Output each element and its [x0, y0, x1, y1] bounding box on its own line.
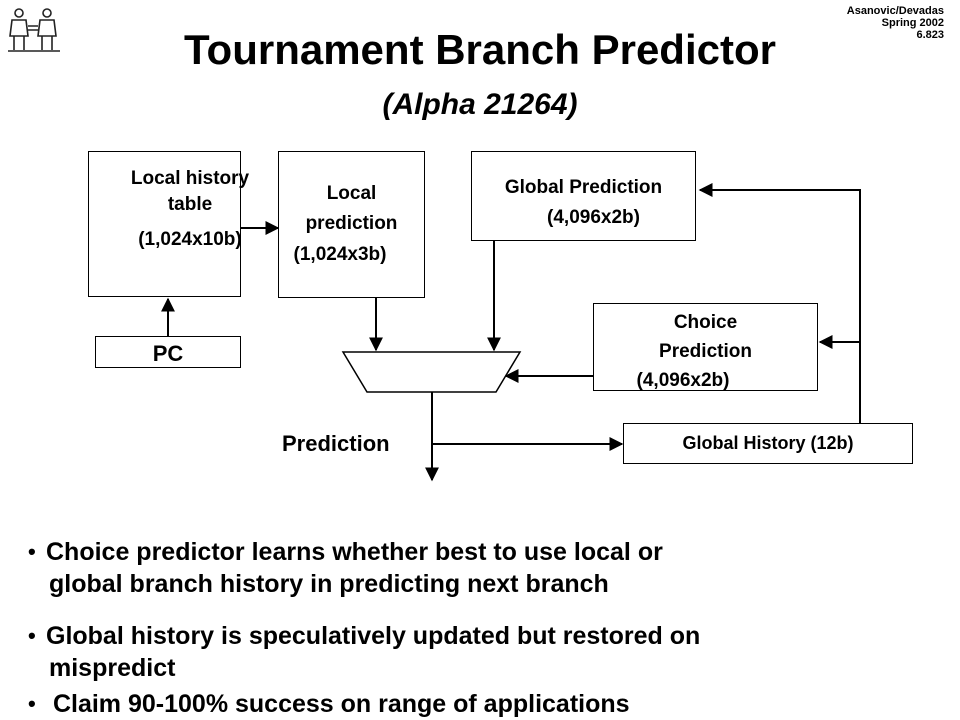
bullet-choice-predictor: • Choice predictor learns whether best t… — [28, 536, 948, 600]
credit-authors: Asanovic/Devadas — [846, 5, 944, 17]
course-credit: Asanovic/Devadas Spring 2002 6.823 — [846, 5, 944, 42]
mux-shape — [341, 351, 522, 393]
bullet-1-line-2: global branch history in predicting next… — [49, 570, 609, 598]
bullet-dot: • — [28, 691, 36, 716]
mit-logo — [6, 6, 62, 54]
local-prediction-label-2: prediction — [305, 213, 398, 234]
credit-term: Spring 2002 — [881, 16, 944, 29]
slide-title: Tournament Branch Predictor — [184, 26, 776, 73]
global-prediction-label-1: Global Prediction — [504, 177, 663, 198]
bullet-success-claim: • Claim 90-100% success on range of appl… — [28, 688, 948, 720]
local-prediction-label-3: (1,024x3b) — [293, 244, 387, 265]
bullet-dot: • — [28, 623, 36, 648]
pc-box — [95, 336, 241, 368]
choice-prediction-label-3: (4,096x2b) — [636, 370, 730, 391]
pc-label: PC — [152, 341, 184, 366]
local-history-label-2: table — [167, 194, 213, 215]
global-prediction-box — [471, 151, 696, 241]
local-history-label-1: Local history — [130, 168, 250, 189]
choice-prediction-box — [593, 303, 818, 391]
local-prediction-label-1: Local — [326, 183, 377, 204]
credit-course: 6.823 — [916, 28, 944, 41]
local-history-label-3: (1,024x10b) — [138, 229, 242, 250]
global-history-box — [623, 423, 913, 464]
local-prediction-box — [278, 151, 425, 298]
bullet-dot: • — [28, 539, 36, 564]
slide-subtitle: (Alpha 21264) — [382, 88, 578, 121]
global-prediction-label-2: (4,096x2b) — [547, 207, 640, 228]
prediction-output-label: Prediction — [282, 431, 390, 456]
bullet-2-line-2: mispredict — [49, 654, 176, 682]
choice-prediction-label-2: Prediction — [659, 341, 752, 362]
bullet-global-history: • Global history is speculatively update… — [28, 620, 948, 684]
bullet-3-line-1: Claim 90-100% success on range of applic… — [46, 690, 630, 718]
bullet-1-line-1: Choice predictor learns whether best to … — [46, 538, 663, 566]
bullet-2-line-1: Global history is speculatively updated … — [46, 622, 701, 650]
choice-prediction-label-1: Choice — [673, 312, 738, 333]
global-history-label: Global History (12b) — [682, 433, 854, 453]
local-history-table-box — [88, 151, 241, 297]
feedback-line — [698, 183, 861, 423]
